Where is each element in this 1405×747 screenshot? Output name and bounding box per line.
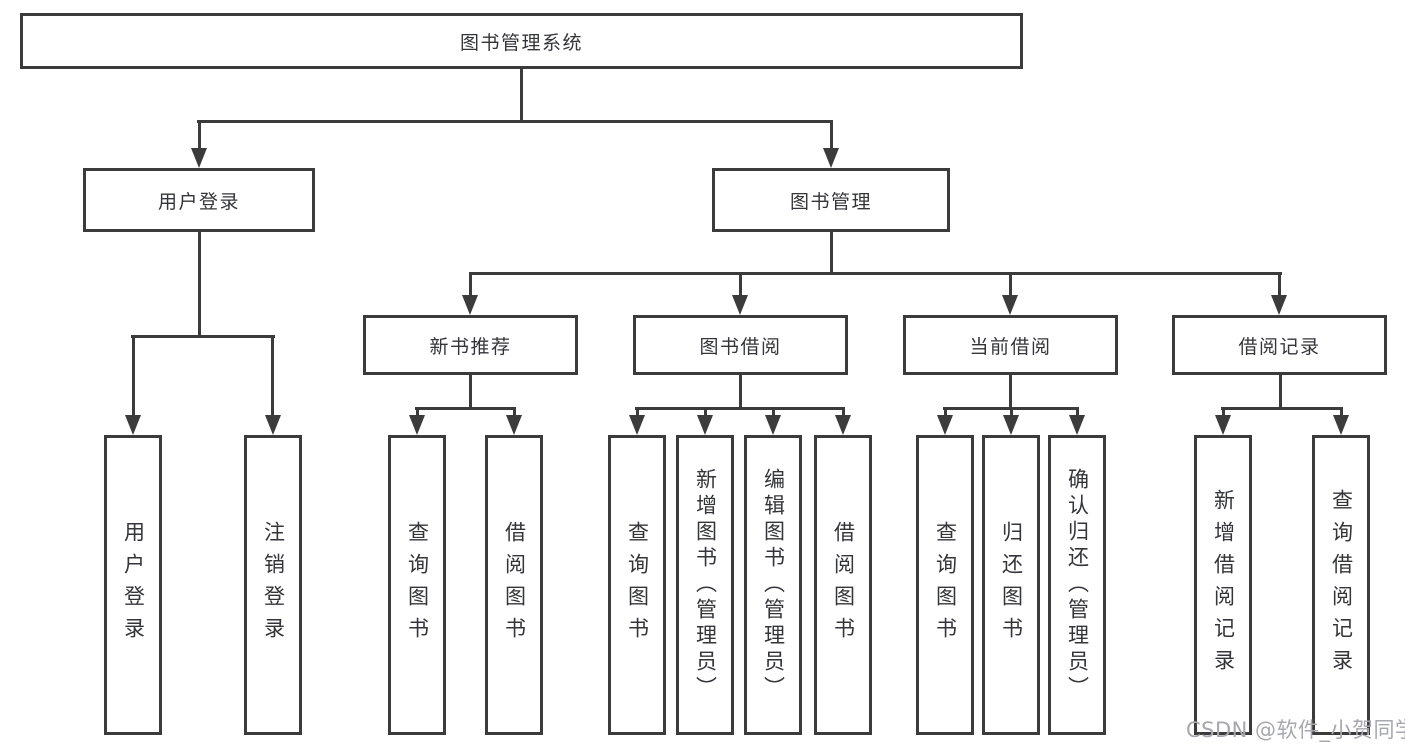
- connector-line: [944, 407, 947, 418]
- node-leaf-query-books-3: 查询图书: [916, 435, 974, 735]
- node-book-management-label: 图书管理: [789, 190, 872, 213]
- connector-line: [469, 272, 1282, 275]
- node-leaf-borrow-books-2: 借阅图书: [814, 435, 872, 735]
- connector-line: [1222, 407, 1225, 418]
- node-book-management: 图书管理: [712, 168, 950, 232]
- arrow-down-icon: [1069, 415, 1085, 435]
- connector-line: [198, 120, 201, 151]
- connector-line: [704, 407, 707, 418]
- connector-line: [131, 335, 275, 338]
- connector-line: [271, 335, 274, 418]
- node-leaf-return-books: 归还图书: [982, 435, 1040, 735]
- connector-line: [1340, 407, 1343, 418]
- arrow-down-icon: [765, 415, 781, 435]
- connector-line: [635, 407, 845, 410]
- node-leaf-borrow-books-2-label: 借阅图书: [831, 521, 856, 649]
- node-user-login: 用户登录: [83, 168, 315, 232]
- node-leaf-edit-books-admin-label: 编辑图书（管理员）: [761, 468, 786, 702]
- node-leaf-logout: 注销登录: [244, 435, 302, 735]
- node-leaf-add-books-admin-label: 新增图书（管理员）: [693, 468, 718, 702]
- connector-line: [1221, 407, 1343, 410]
- arrow-down-icon: [265, 415, 281, 435]
- arrow-down-icon: [823, 148, 839, 168]
- connector-line: [520, 69, 523, 122]
- connector-line: [1279, 375, 1282, 409]
- node-leaf-query-books-1: 查询图书: [388, 435, 446, 735]
- csdn-watermark: CSDN @软件_小贺同学: [1186, 718, 1405, 742]
- connector-line: [830, 120, 833, 151]
- connector-line: [830, 232, 833, 274]
- arrow-down-icon: [1333, 415, 1349, 435]
- arrow-down-icon: [937, 415, 953, 435]
- node-borrow-records: 借阅记录: [1172, 315, 1387, 375]
- node-leaf-query-books-2: 查询图书: [608, 435, 666, 735]
- connector-line: [416, 407, 419, 418]
- node-user-login-label: 用户登录: [157, 190, 240, 213]
- node-leaf-borrow-books-1: 借阅图书: [485, 435, 543, 735]
- node-leaf-query-borrow-record-label: 查询借阅记录: [1329, 489, 1354, 681]
- arrow-down-icon: [462, 295, 478, 315]
- arrow-down-icon: [629, 415, 645, 435]
- node-leaf-query-books-3-label: 查询图书: [933, 521, 958, 649]
- connector-line: [739, 272, 742, 298]
- connector-line: [198, 232, 201, 337]
- connector-line: [1278, 272, 1281, 298]
- node-leaf-add-books-admin: 新增图书（管理员）: [676, 435, 734, 735]
- node-leaf-logout-label: 注销登录: [261, 521, 286, 649]
- connector-line: [469, 272, 472, 298]
- arrow-down-icon: [732, 295, 748, 315]
- connector-line: [739, 375, 742, 409]
- connector-line: [469, 375, 472, 409]
- node-new-book-recommend-label: 新书推荐: [429, 335, 512, 358]
- arrow-down-icon: [506, 415, 522, 435]
- node-book-borrowing: 图书借阅: [633, 315, 848, 375]
- connector-line: [1009, 375, 1012, 409]
- node-book-borrowing-label: 图书借阅: [699, 335, 782, 358]
- node-borrow-records-label: 借阅记录: [1238, 335, 1321, 358]
- node-leaf-edit-books-admin: 编辑图书（管理员）: [744, 435, 802, 735]
- node-leaf-confirm-return-admin-label: 确认归还（管理员）: [1065, 468, 1090, 702]
- connector-line: [1009, 272, 1012, 298]
- arrow-down-icon: [1271, 295, 1287, 315]
- node-leaf-user-login-label: 用户登录: [121, 521, 146, 649]
- connector-line: [513, 407, 516, 418]
- arrow-down-icon: [409, 415, 425, 435]
- arrow-down-icon: [1003, 415, 1019, 435]
- connector-line: [842, 407, 845, 418]
- node-leaf-add-borrow-record-label: 新增借阅记录: [1211, 489, 1236, 681]
- arrow-down-icon: [697, 415, 713, 435]
- arrow-down-icon: [191, 148, 207, 168]
- node-current-borrowing: 当前借阅: [903, 315, 1118, 375]
- connector-line: [636, 407, 639, 418]
- connector-line: [772, 407, 775, 418]
- arrow-down-icon: [835, 415, 851, 435]
- connector-line: [1010, 407, 1013, 418]
- node-leaf-user-login: 用户登录: [104, 435, 162, 735]
- connector-line: [1076, 407, 1079, 418]
- node-leaf-add-borrow-record: 新增借阅记录: [1194, 435, 1252, 735]
- node-new-book-recommend: 新书推荐: [363, 315, 578, 375]
- node-leaf-return-books-label: 归还图书: [999, 521, 1024, 649]
- node-leaf-query-books-1-label: 查询图书: [405, 521, 430, 649]
- node-leaf-borrow-books-1-label: 借阅图书: [502, 521, 527, 649]
- node-root-label: 图书管理系统: [459, 31, 583, 54]
- connector-line: [197, 120, 833, 123]
- node-current-borrowing-label: 当前借阅: [969, 335, 1052, 358]
- arrow-down-icon: [125, 415, 141, 435]
- arrow-down-icon: [1002, 295, 1018, 315]
- node-leaf-confirm-return-admin: 确认归还（管理员）: [1048, 435, 1106, 735]
- connector-line: [415, 407, 516, 410]
- node-leaf-query-books-2-label: 查询图书: [625, 521, 650, 649]
- arrow-down-icon: [1215, 415, 1231, 435]
- node-leaf-query-borrow-record: 查询借阅记录: [1312, 435, 1370, 735]
- connector-line: [132, 335, 135, 418]
- node-root: 图书管理系统: [20, 13, 1023, 69]
